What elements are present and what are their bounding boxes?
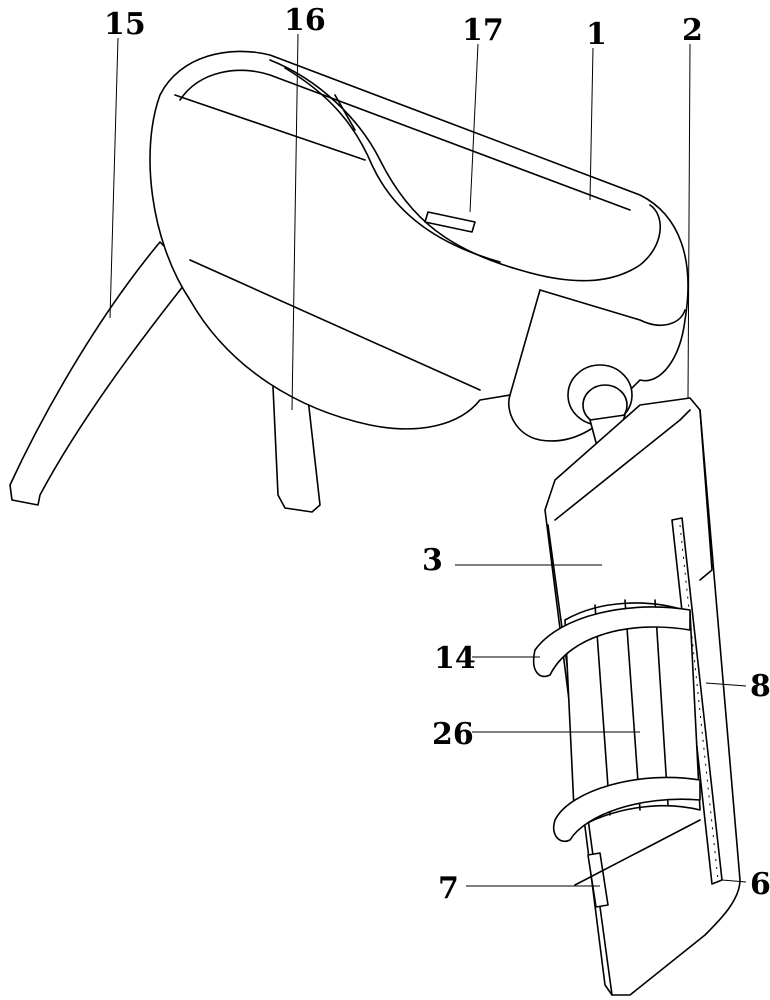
label-14: 14	[434, 641, 476, 676]
label-2: 2	[682, 13, 703, 48]
label-3: 3	[422, 543, 443, 578]
label-6: 6	[750, 867, 770, 902]
label-8: 8	[750, 669, 770, 704]
label-16: 16	[284, 3, 326, 38]
label-7: 7	[438, 871, 459, 906]
slot-17	[424, 211, 476, 233]
strap-14-lower	[552, 776, 701, 842]
leg-15	[9, 241, 193, 506]
leader-lines	[109, 33, 747, 887]
housing-1	[149, 50, 689, 442]
strap-14-upper	[532, 606, 691, 678]
clip-7	[587, 852, 609, 908]
label-15: 15	[104, 7, 146, 42]
label-1: 1	[586, 17, 607, 52]
label-17: 17	[462, 13, 504, 48]
label-26: 26	[432, 717, 474, 752]
